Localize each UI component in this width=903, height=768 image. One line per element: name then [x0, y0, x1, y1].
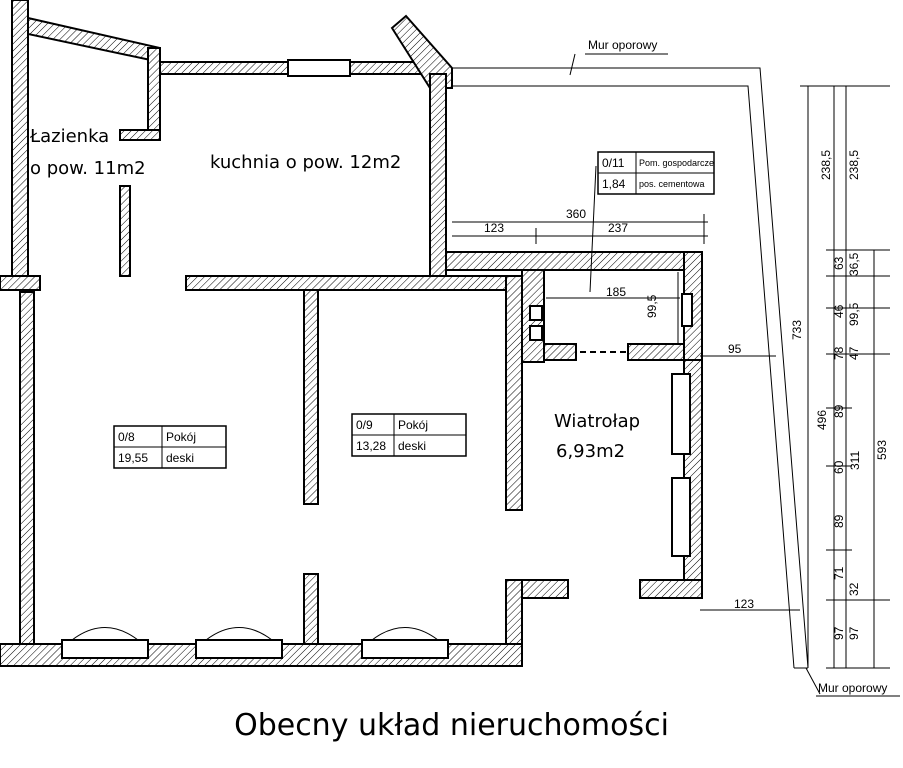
plan-caption: Obecny układ nieruchomości [234, 708, 669, 743]
room-0-9-floor: deski [398, 439, 426, 453]
chain-a-71: 71 [832, 566, 846, 580]
dim-238-5-a: 238,5 [819, 150, 833, 180]
vestibule-label-line1: Wiatrołap [554, 411, 640, 432]
window-vestibule-upper [671, 373, 691, 455]
chain-b-47: 47 [847, 346, 861, 360]
dim-237: 237 [608, 221, 628, 235]
chain-b-97: 97 [847, 626, 861, 640]
vestibule-label-line2: 6,93m2 [556, 441, 625, 462]
wall-bathroom-jog [119, 129, 161, 141]
wall-room09-right [505, 275, 523, 511]
bathroom-label-line2: o pow. 11m2 [30, 158, 146, 179]
dim-238-5-b: 238,5 [847, 150, 861, 180]
wall-left-lower [19, 291, 35, 645]
storage-window [681, 293, 693, 327]
wall-partition-lower [303, 573, 319, 645]
dim-99-5-storage: 99,5 [645, 294, 659, 318]
window-arc-3 [371, 627, 439, 641]
chain-a-89: 89 [832, 404, 846, 418]
room-0-11-area: 1,84 [602, 177, 626, 191]
bathroom-label-line1: Łazienka [29, 126, 109, 147]
storage-fixture-b [529, 325, 543, 341]
window-bottom-2 [195, 639, 283, 659]
room-0-8-area: 19,55 [118, 451, 148, 465]
room-tag-0-9: 0/9 Pokój 13,28 deski [351, 413, 467, 457]
window-arc-1 [71, 627, 139, 641]
dim-123-top: 123 [484, 221, 504, 235]
retaining-wall-label-top: Mur oporowy [588, 38, 657, 52]
kitchen-label: kuchnia o pow. 12m2 [210, 152, 401, 173]
retaining-wall [452, 53, 900, 697]
wall-entrance-right [639, 579, 703, 599]
wall-bathroom-top [27, 16, 161, 64]
wall-entrance-left [521, 579, 569, 599]
dim-185: 185 [606, 285, 626, 299]
wall-kitchen-right [429, 73, 447, 277]
storage-fixture-a [529, 305, 543, 321]
wall-storage-bottom-right [627, 343, 693, 361]
room-0-11-floor: pos. cementowa [639, 179, 705, 189]
wall-partition-upper [303, 289, 319, 505]
walls [0, 0, 703, 667]
wall-bathroom-right-lower [119, 185, 131, 277]
wall-bathroom-right-upper [147, 47, 161, 137]
window-bottom-1 [61, 639, 149, 659]
room-0-11-name: Pom. gospodarcze [639, 158, 714, 168]
dim-95: 95 [728, 342, 742, 356]
leader-bottom [805, 667, 821, 695]
chain-a-46: 46 [832, 304, 846, 318]
retaining-wall-label-bottom: Mur oporowy [818, 681, 887, 695]
window-bottom-3 [361, 639, 449, 659]
chain-a-60: 60 [832, 460, 846, 474]
dimension-lines [452, 85, 890, 669]
chain-a-78: 78 [832, 346, 846, 360]
room-0-11-id: 0/11 [602, 156, 625, 170]
window-arc-2 [205, 627, 273, 641]
dimension-values: 360 123 237 185 99,5 95 123 733 496 311 … [484, 150, 889, 640]
room-0-8-id: 0/8 [118, 430, 135, 444]
wall-mid-left [0, 275, 41, 291]
dim-496: 496 [815, 410, 829, 430]
room-0-8-floor: deski [166, 451, 194, 465]
dim-593: 593 [875, 440, 889, 460]
room-tag-0-8: 0/8 Pokój 19,55 deski [113, 425, 227, 469]
leader-top [569, 53, 576, 76]
wall-diagonal-top [390, 14, 453, 89]
room-0-9-area: 13,28 [356, 439, 386, 453]
room-0-8-name: Pokój [166, 430, 196, 444]
room-0-9-name: Pokój [398, 418, 428, 432]
room-0-9-id: 0/9 [356, 418, 373, 432]
chain-a-97: 97 [832, 626, 846, 640]
dim-311: 311 [848, 451, 862, 470]
chain-b-99-5: 99,5 [847, 302, 861, 326]
chain-b-32: 32 [847, 582, 861, 596]
dim-733: 733 [790, 320, 804, 340]
window-vestibule-lower [671, 477, 691, 557]
dim-360: 360 [566, 207, 586, 221]
chain-a-89b: 89 [832, 514, 846, 528]
dim-123-bottom: 123 [734, 597, 754, 611]
chain-a-63: 63 [832, 256, 846, 270]
wall-mid-center [185, 275, 523, 291]
wall-left-upper [11, 0, 29, 279]
chain-b-36-5: 36,5 [847, 252, 861, 276]
window-kitchen [287, 59, 351, 77]
wall-storage-top [445, 251, 693, 271]
room-tag-0-11: 0/11 Pom. gospodarcze 1,84 pos. cementow… [597, 151, 715, 195]
wall-storage-bottom-left [543, 343, 577, 361]
